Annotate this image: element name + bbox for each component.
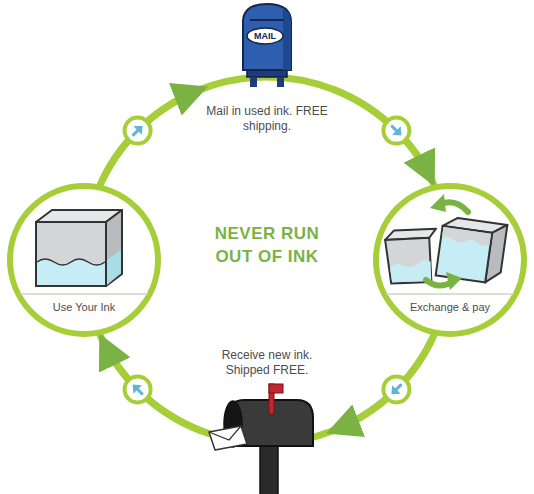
flow-badge <box>383 118 409 144</box>
graphic-part <box>383 376 409 402</box>
graphic-part <box>106 210 122 286</box>
step-label: Use Your Ink <box>26 300 142 314</box>
graphic-part <box>376 186 524 334</box>
graphic-part <box>442 227 491 247</box>
mailbox-label: MAIL <box>237 30 293 42</box>
graphic-part <box>387 381 405 399</box>
graphic-part <box>209 426 247 450</box>
graphic-part <box>250 77 257 87</box>
graphic-part <box>125 376 151 402</box>
graphic-part <box>6 182 162 338</box>
graphic-part <box>372 182 528 338</box>
graphic-part <box>125 118 151 144</box>
graphic-part <box>388 122 406 140</box>
graphic-part <box>277 77 284 87</box>
use-ink-circle: Use Your Ink <box>6 182 162 338</box>
step-label: Mail in used ink. FREE shipping. <box>203 104 331 134</box>
graphic-part <box>36 222 106 286</box>
home-mailbox: Receive new ink. Shipped FREE. <box>203 346 331 494</box>
cycle-connector <box>102 340 201 431</box>
graphic-part <box>133 121 146 134</box>
graphic-part <box>209 426 241 440</box>
graphic-part <box>37 259 105 285</box>
diagram-title: NEVER RUN OUT OF INK <box>207 222 327 268</box>
graphic-part <box>37 259 105 265</box>
graphic-part <box>128 380 141 393</box>
flow-badge <box>125 376 151 402</box>
graphic-part <box>36 222 106 286</box>
graphic-part <box>129 121 147 139</box>
flow-badge <box>383 376 409 402</box>
graphic-part <box>20 293 148 295</box>
graphic-part <box>384 225 443 288</box>
cycle-connector <box>333 340 432 431</box>
graphic-part <box>36 210 122 286</box>
graphic-part <box>383 118 409 144</box>
graphic-part <box>128 380 146 398</box>
graphic-part <box>260 444 278 494</box>
graphic-part <box>269 384 283 393</box>
mail-drop-box: MAIL Mail in used ink. FREE shipping. <box>203 0 331 150</box>
flow-badge <box>125 118 151 144</box>
graphic-part <box>436 226 492 282</box>
graphic-part <box>430 194 446 212</box>
cycle-connector <box>102 89 201 180</box>
graphic-part <box>436 216 508 284</box>
cycle-connector <box>333 89 432 180</box>
step-label: Exchange & pay <box>392 300 508 314</box>
graphic-part <box>392 126 405 139</box>
graphic-part <box>247 70 287 77</box>
graphic-part <box>283 8 291 70</box>
graphic-part <box>387 385 400 398</box>
graphic-part <box>386 293 514 295</box>
graphic-part <box>10 186 158 334</box>
exchange-circle: Exchange & pay <box>372 182 528 338</box>
graphic-part <box>446 272 462 290</box>
graphic-part <box>107 250 121 285</box>
step-label: Receive new ink. Shipped FREE. <box>203 348 331 378</box>
graphic-part <box>250 19 284 21</box>
